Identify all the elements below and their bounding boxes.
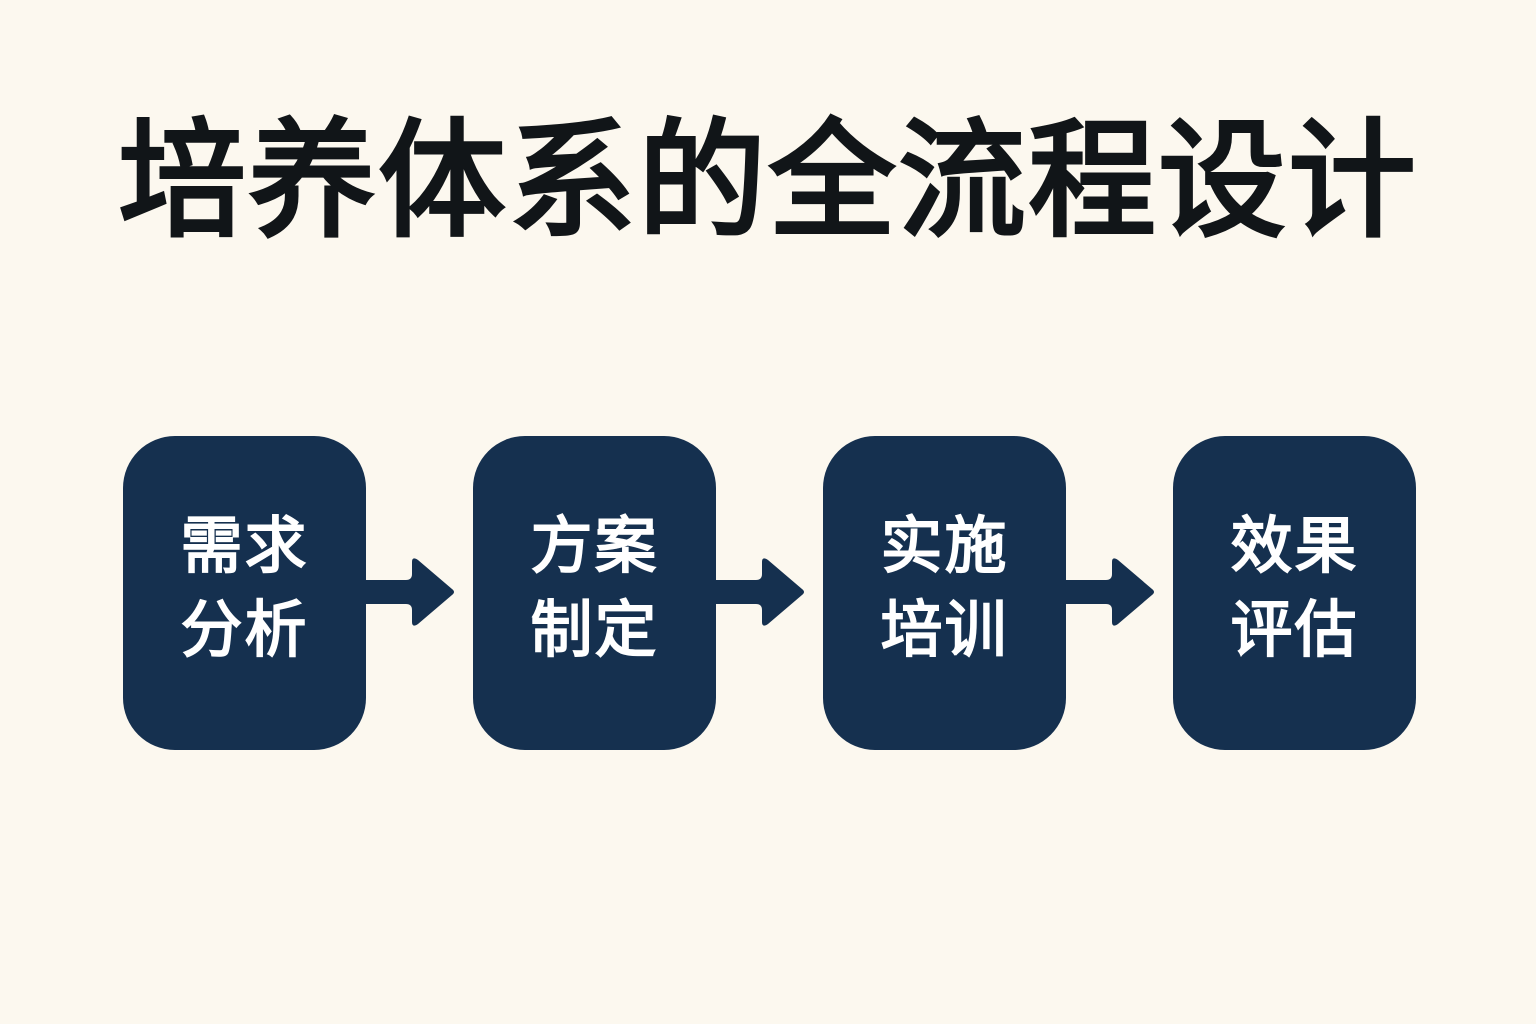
step-needs-analysis: 需求 分析 bbox=[123, 436, 366, 750]
step-plan-formulation: 方案 制定 bbox=[473, 436, 716, 750]
arrow-right-icon bbox=[712, 556, 806, 628]
step-training-implementation: 实施 培训 bbox=[823, 436, 1066, 750]
step-label-line1: 需求 bbox=[180, 509, 309, 582]
step-label-line1: 方案 bbox=[530, 509, 659, 582]
step-label-line2: 培训 bbox=[880, 593, 1009, 666]
step-label-line1: 效果 bbox=[1230, 509, 1359, 582]
step-label-line1: 实施 bbox=[880, 509, 1009, 582]
step-label-line2: 评估 bbox=[1230, 593, 1359, 666]
diagram-title: 培养体系的全流程设计 bbox=[117, 107, 1418, 256]
arrow-right-icon bbox=[1062, 556, 1156, 628]
step-label-line2: 制定 bbox=[530, 593, 659, 666]
step-label-line2: 分析 bbox=[180, 593, 309, 666]
step-effect-evaluation: 效果 评估 bbox=[1173, 436, 1416, 750]
arrow-right-icon bbox=[362, 556, 456, 628]
